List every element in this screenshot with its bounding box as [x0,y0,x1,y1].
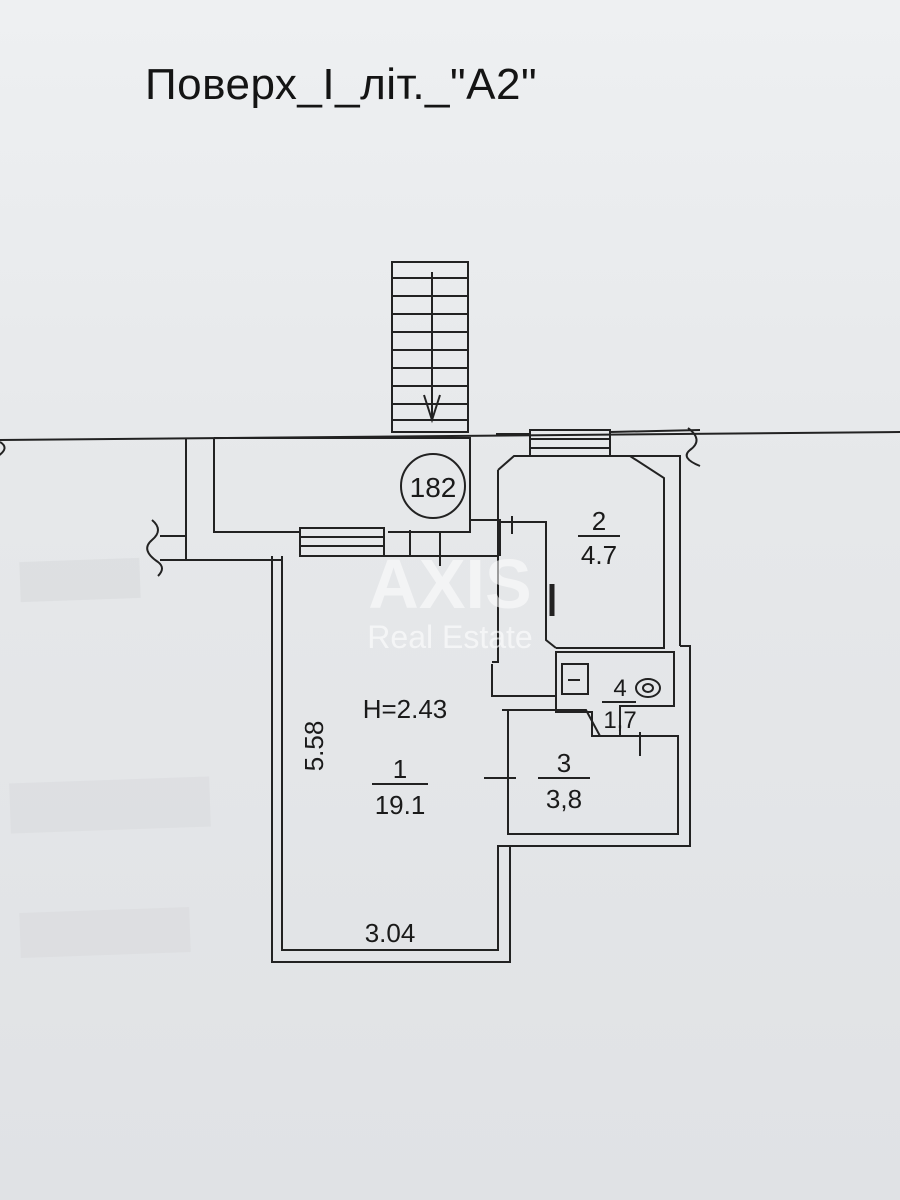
room-2-door-frame [500,521,557,649]
room-2-wall-inner [497,455,665,649]
room-3-wall-top-left [491,664,557,712]
room-3-number: 3 [557,748,571,778]
sink-fixture [561,663,589,695]
room-1-number: 1 [393,754,407,784]
floor-title: Поверх_І_літ._"А2" [145,60,538,109]
wall-stair-right [469,438,501,556]
toilet-fixture [635,678,661,698]
dimension-width: 3.04 [365,918,416,948]
room-4-number: 4 [613,675,626,702]
watermark-brand: AXIS [368,545,531,623]
stair-steps [392,277,468,421]
room-2-area: 4.7 [581,540,617,570]
building-number-circle [400,453,466,519]
window-corridor [299,527,385,557]
wall-top-right [496,429,701,435]
room-2-wall-outer [630,455,681,646]
stair-flight [391,261,469,433]
room-1-walls-outer [271,556,511,963]
ceiling-height-label: H=2.43 [363,694,448,724]
corridor-wall-bottom [160,535,283,561]
room-3-walls [502,709,679,835]
building-number: 182 [410,472,457,503]
watermark-tagline: Real Estate [367,619,532,655]
dimension-height: 5.58 [299,721,329,772]
outer-wall-right [512,645,691,847]
room-2-number: 2 [592,506,606,536]
stair-arrow-icon [423,394,441,424]
room-3-area: 3,8 [546,784,582,814]
break-mark-right [685,427,701,467]
break-mark-left [146,519,163,577]
break-mark [0,441,6,456]
corridor-wall-left [160,438,300,561]
street-line [0,431,900,441]
room-1-area: 19.1 [375,790,426,820]
room-1-walls-inner [281,560,512,951]
room-4-area: 1,7 [603,707,636,734]
room-1-wall-right [492,556,499,663]
